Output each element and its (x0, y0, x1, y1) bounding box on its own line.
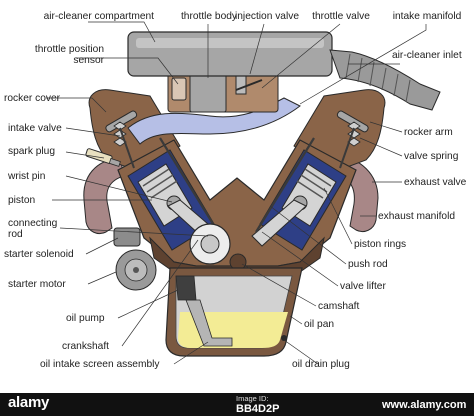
throttle-valve (235, 79, 263, 91)
label-air-cleaner-compartment: air-cleaner compartment (43, 11, 154, 22)
spark-plug (85, 148, 121, 167)
label-valve-lifter: valve lifter (340, 281, 386, 292)
label-throttle-position-sensor: throttle position sensor (34, 44, 104, 66)
oil-drain-plug (281, 335, 287, 341)
watermark-footer: alamy Image ID: BB4D2P www.alamy.com (0, 393, 474, 416)
label-starter-motor: starter motor (8, 279, 66, 290)
throttle-body (167, 61, 279, 113)
push-rod-right (255, 137, 315, 233)
label-exhaust-valve: exhaust valve (404, 177, 467, 188)
watermark-image-id-label: Image ID: (236, 394, 269, 403)
label-push-rod: push rod (348, 259, 388, 270)
label-air-cleaner-inlet: air-cleaner inlet (392, 50, 462, 61)
air-cleaner-inlet (329, 49, 441, 111)
label-intake-valve: intake valve (8, 123, 62, 134)
label-piston-rings: piston rings (354, 239, 407, 250)
starter-solenoid (113, 227, 141, 247)
oil-intake-screen (185, 299, 233, 347)
starter-motor-hub (133, 267, 139, 273)
label-throttle-body: throttle body (180, 11, 238, 22)
label-oil-pan: oil pan (304, 319, 335, 330)
valvetrain-left (105, 110, 138, 169)
label-valve-spring: valve spring (404, 151, 459, 162)
label-spark-plug: spark plug (8, 146, 56, 157)
crankshaft-journal (200, 234, 220, 254)
throttle-position-sensor (171, 77, 187, 101)
label-oil-pump: oil pump (66, 313, 105, 324)
label-injection-valve: injection valve (235, 11, 299, 22)
intake-manifold (127, 97, 301, 145)
label-piston: piston (8, 195, 36, 206)
air-cleaner-lid (136, 38, 324, 48)
leader-lines (46, 21, 427, 365)
exhaust-manifold-left (83, 157, 125, 235)
block-lower (149, 236, 325, 273)
watermark-logo: alamy (8, 394, 50, 411)
oil-pump (175, 275, 197, 301)
watermark-image-id: BB4D2P (236, 403, 280, 415)
label-intake-manifold: intake manifold (392, 11, 462, 22)
label-connecting-rod: connecting rod (8, 218, 58, 240)
label-oil-drain-plug: oil drain plug (292, 359, 350, 370)
label-wrist-pin: wrist pin (8, 171, 46, 182)
label-throttle-valve: throttle valve (312, 11, 370, 22)
watermark-url: www.alamy.com (382, 399, 467, 411)
push-rod-left (159, 137, 219, 233)
label-rocker-cover: rocker cover (4, 93, 61, 104)
label-camshaft: camshaft (318, 301, 360, 312)
label-oil-intake-screen-assembly: oil intake screen assembly (40, 359, 160, 370)
valvetrain-right (336, 110, 369, 169)
label-exhaust-manifold: exhaust manifold (378, 211, 456, 222)
label-crankshaft: crankshaft (62, 341, 109, 352)
label-rocker-arm: rocker arm (404, 127, 453, 138)
label-starter-solenoid: starter solenoid (4, 249, 74, 260)
